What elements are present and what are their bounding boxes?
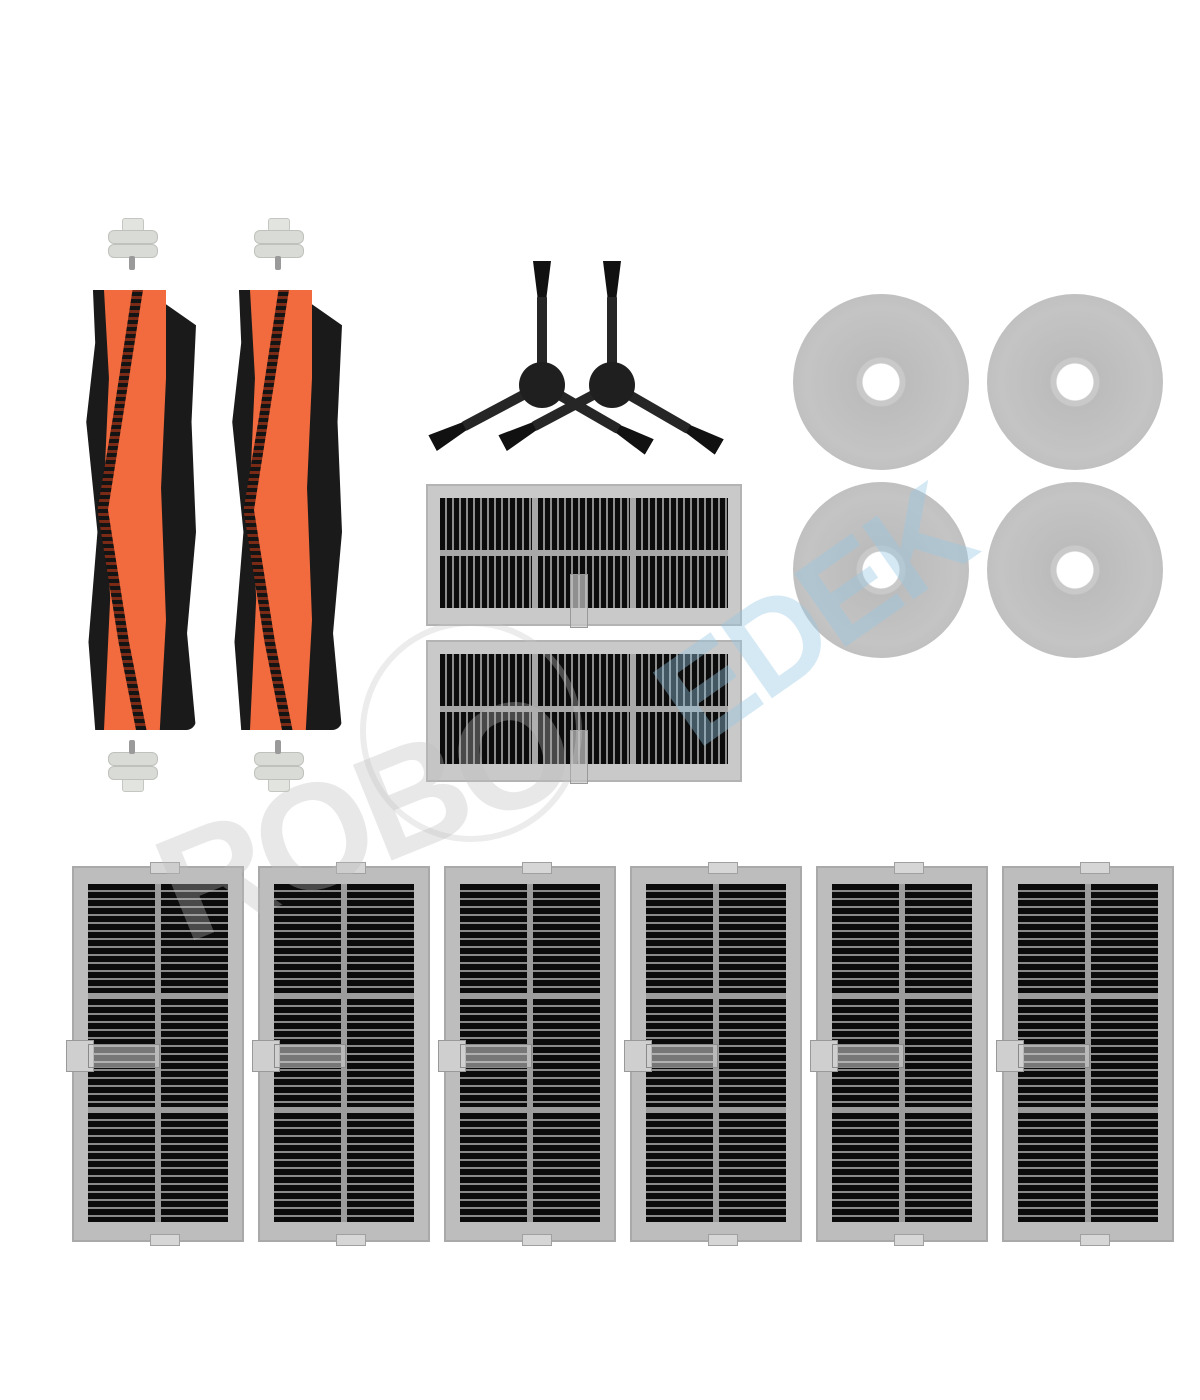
watermark-logo-ring xyxy=(360,620,582,842)
mop-pad xyxy=(793,294,969,470)
hepa-filter-vertical xyxy=(624,862,802,1246)
main-roller-brush xyxy=(84,290,196,730)
hepa-filter-vertical xyxy=(438,862,616,1246)
roller-end-cap xyxy=(108,740,158,792)
mop-pad xyxy=(793,482,969,658)
roller-end-cap xyxy=(254,218,304,270)
hepa-filter xyxy=(426,484,742,628)
mop-pad xyxy=(987,482,1163,658)
hepa-filter-vertical xyxy=(252,862,430,1246)
hepa-filter-vertical xyxy=(66,862,244,1246)
hepa-filter-vertical xyxy=(996,862,1174,1246)
roller-end-cap xyxy=(108,218,158,270)
mop-pad xyxy=(987,294,1163,470)
hepa-filter-vertical xyxy=(810,862,988,1246)
main-roller-brush xyxy=(230,290,342,730)
